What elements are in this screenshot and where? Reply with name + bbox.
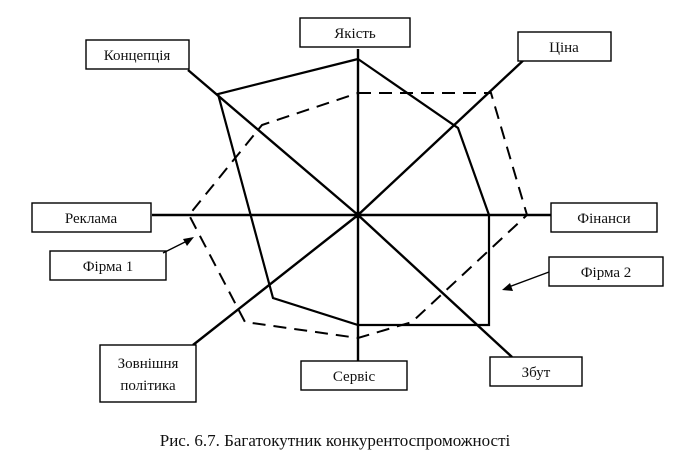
label-price-text: Ціна bbox=[549, 40, 579, 56]
label-foreign-policy-line1: Зовнішня bbox=[118, 356, 179, 372]
axis-sales bbox=[357, 214, 513, 358]
label-service-text: Сервіс bbox=[333, 369, 376, 385]
label-concept: Концепція bbox=[85, 39, 190, 70]
label-foreign-policy: Зовнішня політика bbox=[99, 344, 197, 403]
label-quality-text: Якість bbox=[334, 26, 376, 42]
firm2-polygon bbox=[187, 92, 529, 340]
firm2-pointer-arrow bbox=[502, 271, 550, 291]
label-sales-text: Збут bbox=[522, 365, 551, 381]
label-price: Ціна bbox=[517, 31, 612, 62]
center-point bbox=[354, 211, 362, 219]
label-firm2-text: Фірма 2 bbox=[581, 265, 632, 281]
radar-axes bbox=[152, 49, 551, 362]
label-sales: Збут bbox=[489, 356, 583, 387]
label-service: Сервіс bbox=[300, 360, 408, 391]
label-concept-text: Концепція bbox=[104, 48, 171, 64]
label-firm2: Фірма 2 bbox=[548, 256, 664, 287]
label-finance-text: Фінанси bbox=[577, 211, 630, 227]
firm1-polygon bbox=[216, 57, 491, 327]
label-advertising-text: Реклама bbox=[65, 211, 118, 227]
axis-foreign-policy bbox=[192, 214, 359, 346]
label-quality: Якість bbox=[299, 17, 411, 48]
label-firm1-text: Фірма 1 bbox=[83, 259, 134, 275]
firm1-pointer-arrow bbox=[162, 237, 194, 254]
axis-concept bbox=[187, 69, 359, 216]
figure-caption: Рис. 6.7. Багатокутник конкурентоспромож… bbox=[160, 431, 511, 450]
label-advertising: Реклама bbox=[31, 202, 152, 233]
label-finance: Фінанси bbox=[550, 202, 658, 233]
axis-price bbox=[357, 55, 529, 216]
label-firm1: Фірма 1 bbox=[49, 250, 167, 281]
label-foreign-policy-line2: політика bbox=[120, 378, 176, 394]
